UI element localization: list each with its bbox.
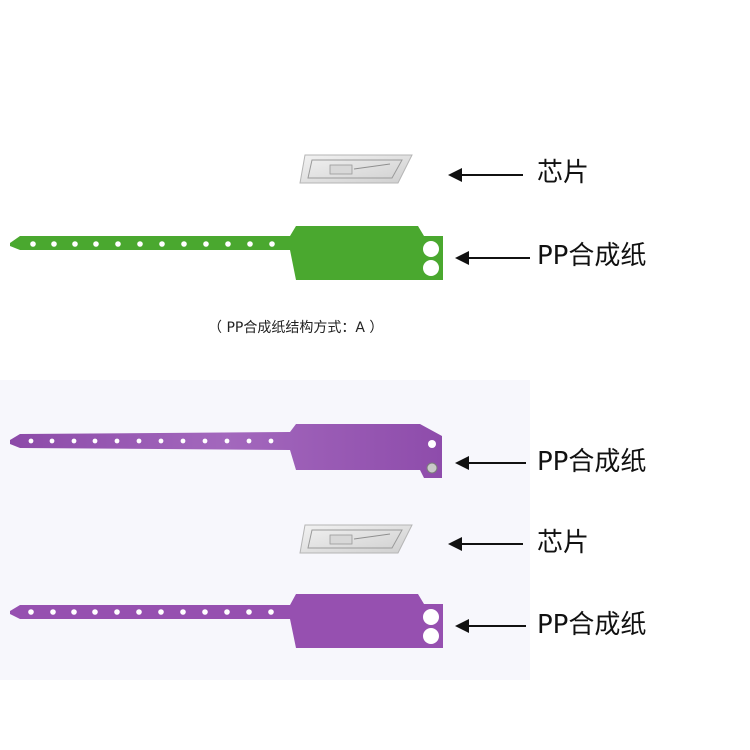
left-arrow-icon [455, 619, 526, 633]
left-arrow-icon [448, 537, 523, 551]
green-wristband [10, 226, 443, 280]
purple-wristband-top [10, 424, 442, 478]
label-column-background [530, 405, 750, 680]
rfid-chip-bottom [299, 524, 413, 554]
chip-label-bottom: 芯片 [537, 528, 590, 558]
left-arrow-icon [455, 456, 526, 470]
left-arrow-icon [448, 168, 523, 182]
bottom-margin-background [0, 680, 750, 750]
chip-label-top: 芯片 [537, 158, 590, 188]
pp-label-middle: PP合成纸 [537, 447, 647, 477]
top-section-background [0, 0, 750, 380]
structure-caption: （ PP合成纸结构方式：A ） [208, 320, 384, 336]
rfid-chip-top [299, 154, 413, 184]
purple-wristband-bottom [10, 594, 443, 648]
left-arrow-icon [455, 251, 530, 265]
pp-label-bottom: PP合成纸 [537, 610, 647, 640]
pp-label-top: PP合成纸 [537, 241, 647, 271]
